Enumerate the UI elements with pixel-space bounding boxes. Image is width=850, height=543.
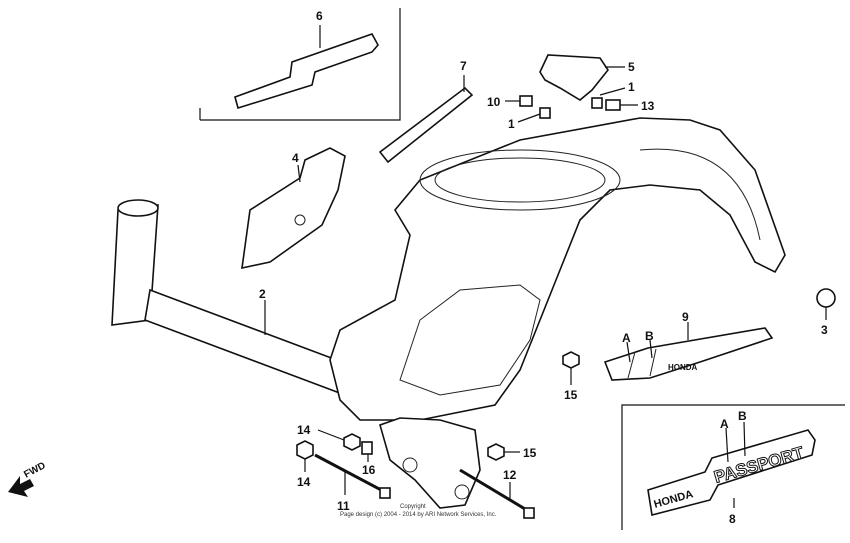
part-11-bolt — [314, 453, 386, 494]
emblem-plate — [647, 429, 816, 516]
callout-5: 5 — [628, 60, 635, 74]
callout-9: 9 — [682, 310, 689, 324]
copyright-line-2: Page design (c) 2004 - 2014 by ARI Netwo… — [340, 512, 497, 518]
callout-6: 6 — [316, 9, 323, 23]
part-7-strip — [378, 86, 474, 164]
part-9-stripe-decal — [603, 327, 774, 381]
callout-a-emblem: A — [720, 417, 729, 431]
stripe-divider-b — [649, 348, 657, 377]
callout-12: 12 — [503, 468, 517, 482]
callout-b-stripe: B — [645, 329, 654, 343]
part-1-nut-left — [539, 107, 551, 119]
callout-15-lower: 15 — [523, 446, 537, 460]
inset-box-part-6 — [199, 8, 401, 121]
callout-3: 3 — [821, 323, 828, 337]
callout-11: 11 — [337, 499, 350, 513]
copyright-line-1: Copyright — [400, 504, 426, 510]
lower-bracket — [379, 417, 481, 509]
callout-14-lower: 14 — [297, 475, 311, 489]
fwd-label: FWD — [22, 460, 47, 480]
callout-15-upper: 15 — [564, 388, 578, 402]
part-4-hole — [294, 214, 306, 226]
part-1-nut-right — [591, 97, 603, 109]
part-5-bracket — [539, 54, 609, 101]
leader-b-emblem — [743, 421, 746, 457]
leader-a-emblem — [725, 427, 729, 463]
callout-7: 7 — [460, 59, 467, 73]
callout-2: 2 — [259, 287, 266, 301]
part-3-cap — [816, 288, 836, 308]
stripe-honda-text: HONDA — [668, 363, 698, 372]
frame-side-panel — [399, 284, 541, 396]
frame-opening — [419, 149, 621, 211]
frame-opening-inner — [434, 157, 606, 203]
part-13-cap — [605, 99, 621, 111]
frame-rear-contour — [639, 148, 761, 241]
leader-1-right — [599, 87, 626, 96]
part-2-down-tube — [144, 288, 351, 397]
callout-4: 4 — [292, 151, 299, 165]
fwd-arrow-icon — [8, 476, 34, 497]
part-11-bolt-head — [379, 487, 391, 499]
part-14-nut-lower — [296, 440, 314, 460]
callout-a-stripe: A — [622, 331, 631, 345]
part-15-nut-upper — [562, 351, 580, 369]
head-tube-top — [117, 199, 159, 217]
stripe-divider-a — [627, 351, 636, 379]
part-15-nut-lower — [487, 443, 505, 461]
leader-a-stripe — [626, 341, 631, 363]
callout-13: 13 — [641, 99, 655, 113]
lower-bracket-hole — [402, 457, 418, 473]
main-frame — [329, 117, 786, 421]
part-12-bolt-head — [523, 507, 535, 519]
lower-bracket-hole-2 — [454, 484, 470, 500]
part-12-bolt — [459, 468, 531, 514]
leader-14-upper — [317, 429, 345, 441]
part-16-washer — [361, 441, 373, 455]
callout-8: 8 — [729, 512, 736, 526]
part-6-strip — [234, 33, 379, 110]
callout-16: 16 — [362, 463, 376, 477]
callout-10: 10 — [487, 95, 501, 109]
leader-1-left — [517, 113, 541, 123]
part-8-emblem: HONDA PASSPORT — [647, 429, 816, 516]
leader-4 — [297, 164, 301, 183]
callout-b-emblem: B — [738, 409, 747, 423]
part-10-clip — [519, 95, 533, 107]
callout-1-right: 1 — [628, 80, 635, 94]
fwd-arrow: FWD — [8, 460, 48, 497]
part-14-nut-upper — [343, 433, 361, 451]
part-4-bracket — [241, 147, 346, 270]
leader-b-stripe — [649, 339, 653, 359]
inset-box-part-8 — [621, 404, 845, 530]
callout-14-upper: 14 — [297, 423, 311, 437]
callout-1-left: 1 — [508, 117, 515, 131]
